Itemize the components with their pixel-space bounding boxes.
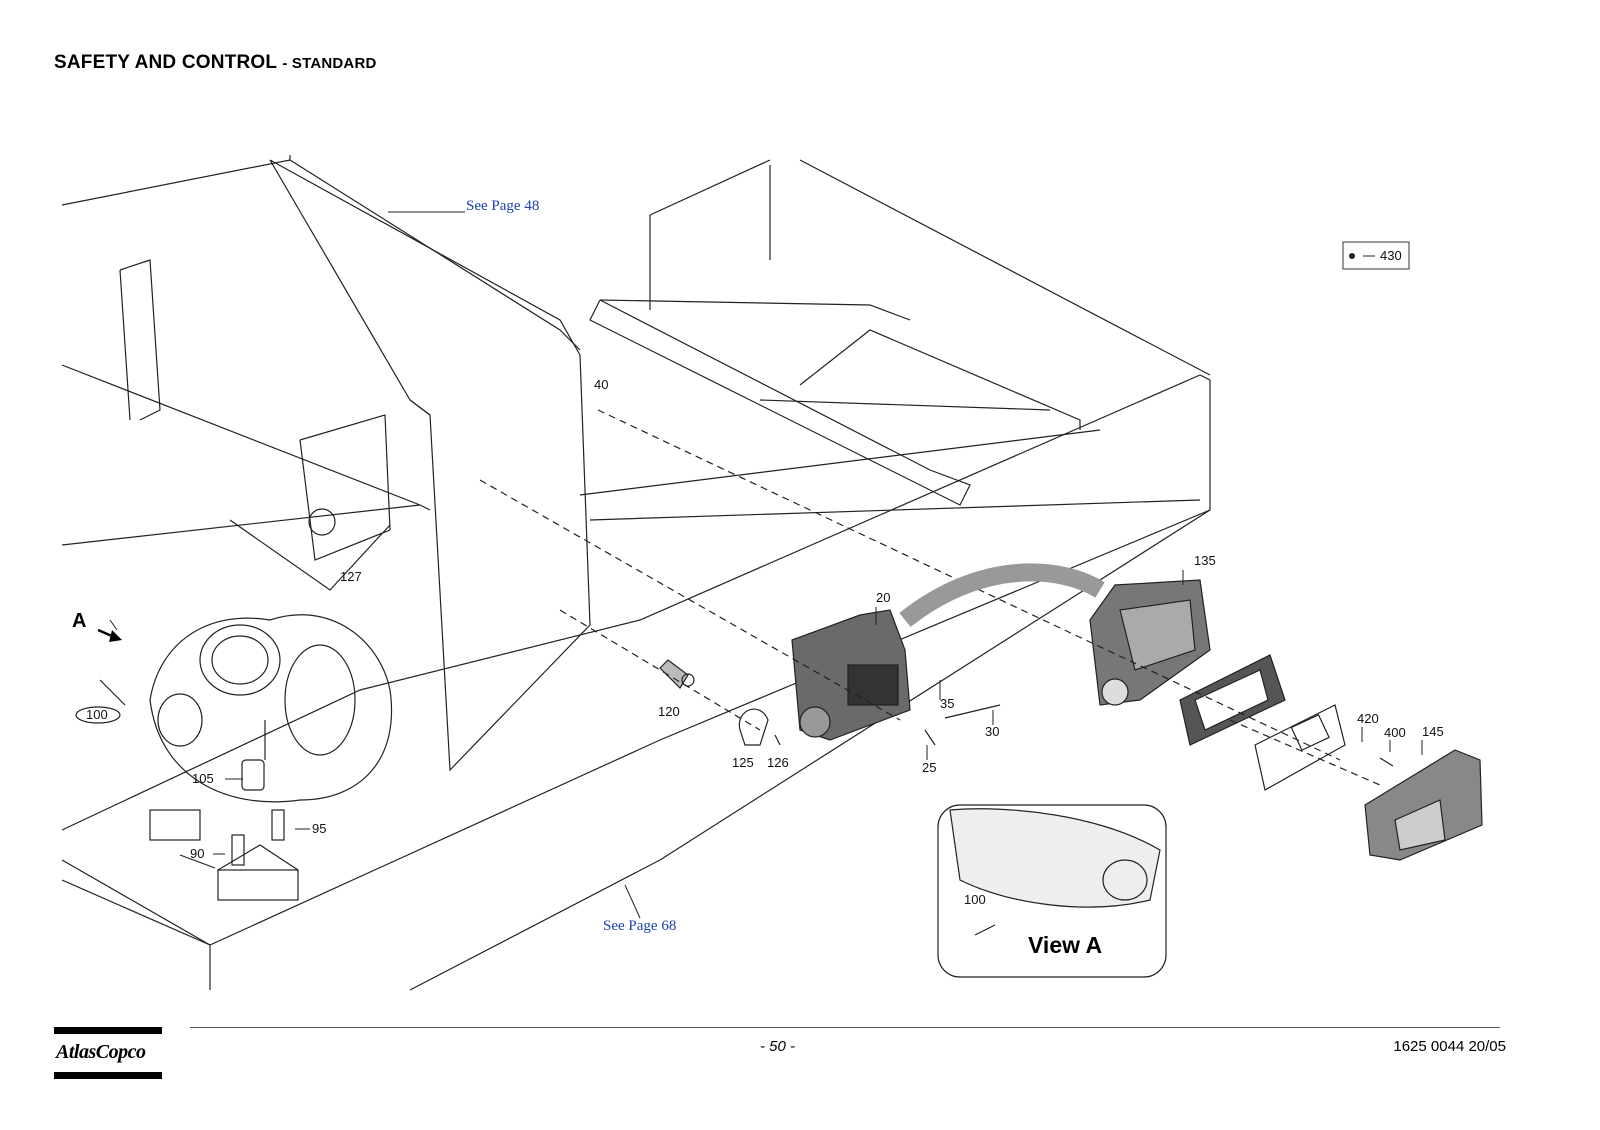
enclosure-panel [229, 159, 591, 772]
gasket-and-plate [1179, 654, 1346, 791]
sensor-group [99, 679, 299, 901]
title-main: SAFETY AND CONTROL [54, 52, 277, 73]
front-cover [1364, 749, 1483, 861]
callout-135: 135 [1194, 553, 1216, 568]
page-title: SAFETY AND CONTROL - STANDARD [54, 52, 377, 74]
callout-100: 100 [86, 707, 108, 722]
view-arrow-icon [97, 628, 122, 642]
callout-25: 25 [922, 760, 936, 775]
callout-420: 420 [1357, 711, 1379, 726]
callout-box-430 [1342, 241, 1410, 270]
callout-95: 95 [312, 821, 326, 836]
logo-text: AtlasCopco [56, 1041, 146, 1063]
logo-bar-top [54, 1027, 162, 1034]
title-subtitle: - STANDARD [282, 55, 377, 72]
callout-125: 125 [732, 755, 754, 770]
leader-lines [109, 211, 1423, 919]
footer-divider [190, 1027, 1500, 1028]
page-number: - 50 - [760, 1038, 796, 1055]
logo-bar-bottom [54, 1072, 162, 1079]
transfer-arrow [899, 563, 1105, 628]
callout-120: 120 [658, 704, 680, 719]
small-parts [659, 659, 1394, 767]
frame-outline [61, 155, 1211, 991]
dot-icon [1349, 253, 1355, 259]
see-page-48-link[interactable]: See Page 48 [466, 198, 539, 214]
callout-145: 145 [1422, 724, 1444, 739]
see-page-68-link[interactable]: See Page 68 [603, 918, 676, 934]
atlas-copco-logo: AtlasCopco [54, 1027, 162, 1081]
callout-35: 35 [940, 696, 954, 711]
callout-30: 30 [985, 724, 999, 739]
view-marker-label: A [72, 610, 86, 632]
callout-100-view: 100 [964, 892, 986, 907]
document-number: 1625 0044 20/05 [1393, 1038, 1506, 1055]
controller-housing [1089, 579, 1211, 706]
callout-20: 20 [876, 590, 890, 605]
controller-assembly [791, 609, 911, 741]
view-a-label: View A [1028, 932, 1102, 958]
callout-430: 430 [1380, 248, 1402, 263]
callout-105: 105 [192, 771, 214, 786]
callout-400: 400 [1384, 725, 1406, 740]
callout-40: 40 [594, 377, 608, 392]
callout-126: 126 [767, 755, 789, 770]
view-a-inset [937, 804, 1167, 978]
callout-90: 90 [190, 846, 204, 861]
callout-127: 127 [340, 569, 362, 584]
compressor-element [75, 614, 392, 803]
